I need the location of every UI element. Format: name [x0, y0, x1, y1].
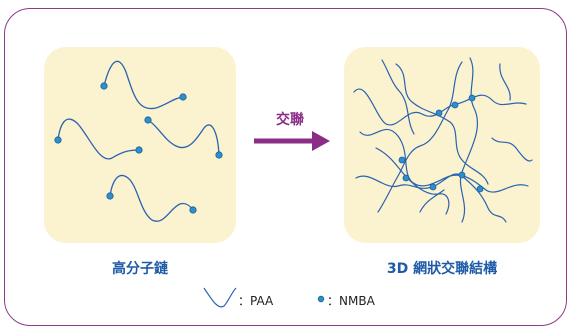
crosslink-arrow	[254, 131, 330, 151]
network-chain	[419, 189, 445, 213]
chain-3	[147, 119, 220, 156]
network-chains	[353, 57, 533, 223]
network-chain	[459, 57, 479, 223]
chain-4	[109, 174, 194, 222]
nmba-dot	[215, 151, 223, 159]
network-chain	[375, 147, 450, 215]
nmba-dot	[100, 82, 108, 90]
chain-1	[103, 60, 184, 110]
linear-chains-title: 高分子鏈	[112, 261, 168, 277]
crosslink-label: 交聯	[276, 112, 304, 128]
network-chain	[377, 61, 463, 213]
network-chain	[499, 63, 511, 101]
network-chain	[395, 63, 489, 185]
crosslink-dots	[398, 94, 484, 193]
network-chain	[353, 88, 527, 126]
linear-chains-panel	[44, 47, 236, 243]
nmba-dot-icon	[317, 295, 325, 303]
nmba-dot	[189, 206, 197, 214]
nmba-dot	[179, 93, 187, 101]
nmba-dot	[429, 183, 437, 191]
network-panel	[344, 47, 540, 243]
network-chain	[381, 59, 415, 135]
chain-end-dots	[54, 82, 223, 214]
paa-chain-icon	[203, 287, 237, 308]
nmba-dot	[458, 171, 466, 179]
legend-paa-label: ：PAA	[238, 294, 274, 308]
network-chain	[359, 129, 529, 193]
nmba-dot	[476, 185, 484, 193]
nmba-dot	[435, 109, 443, 117]
legend-nmba-label: ：NMBA	[327, 294, 375, 308]
nmba-dot	[402, 174, 410, 182]
chain-2	[57, 118, 140, 160]
nmba-dot	[106, 192, 114, 200]
nmba-dot	[398, 156, 406, 164]
nmba-dot	[451, 101, 459, 109]
nmba-dot	[135, 146, 143, 154]
nmba-dot	[468, 94, 476, 102]
linear-chains	[57, 60, 220, 222]
nmba-dot	[144, 116, 152, 124]
network-title: 3D 網狀交聯結構	[386, 261, 498, 277]
network-chain	[355, 173, 507, 223]
nmba-dot	[54, 136, 62, 144]
network-chain	[491, 137, 533, 162]
